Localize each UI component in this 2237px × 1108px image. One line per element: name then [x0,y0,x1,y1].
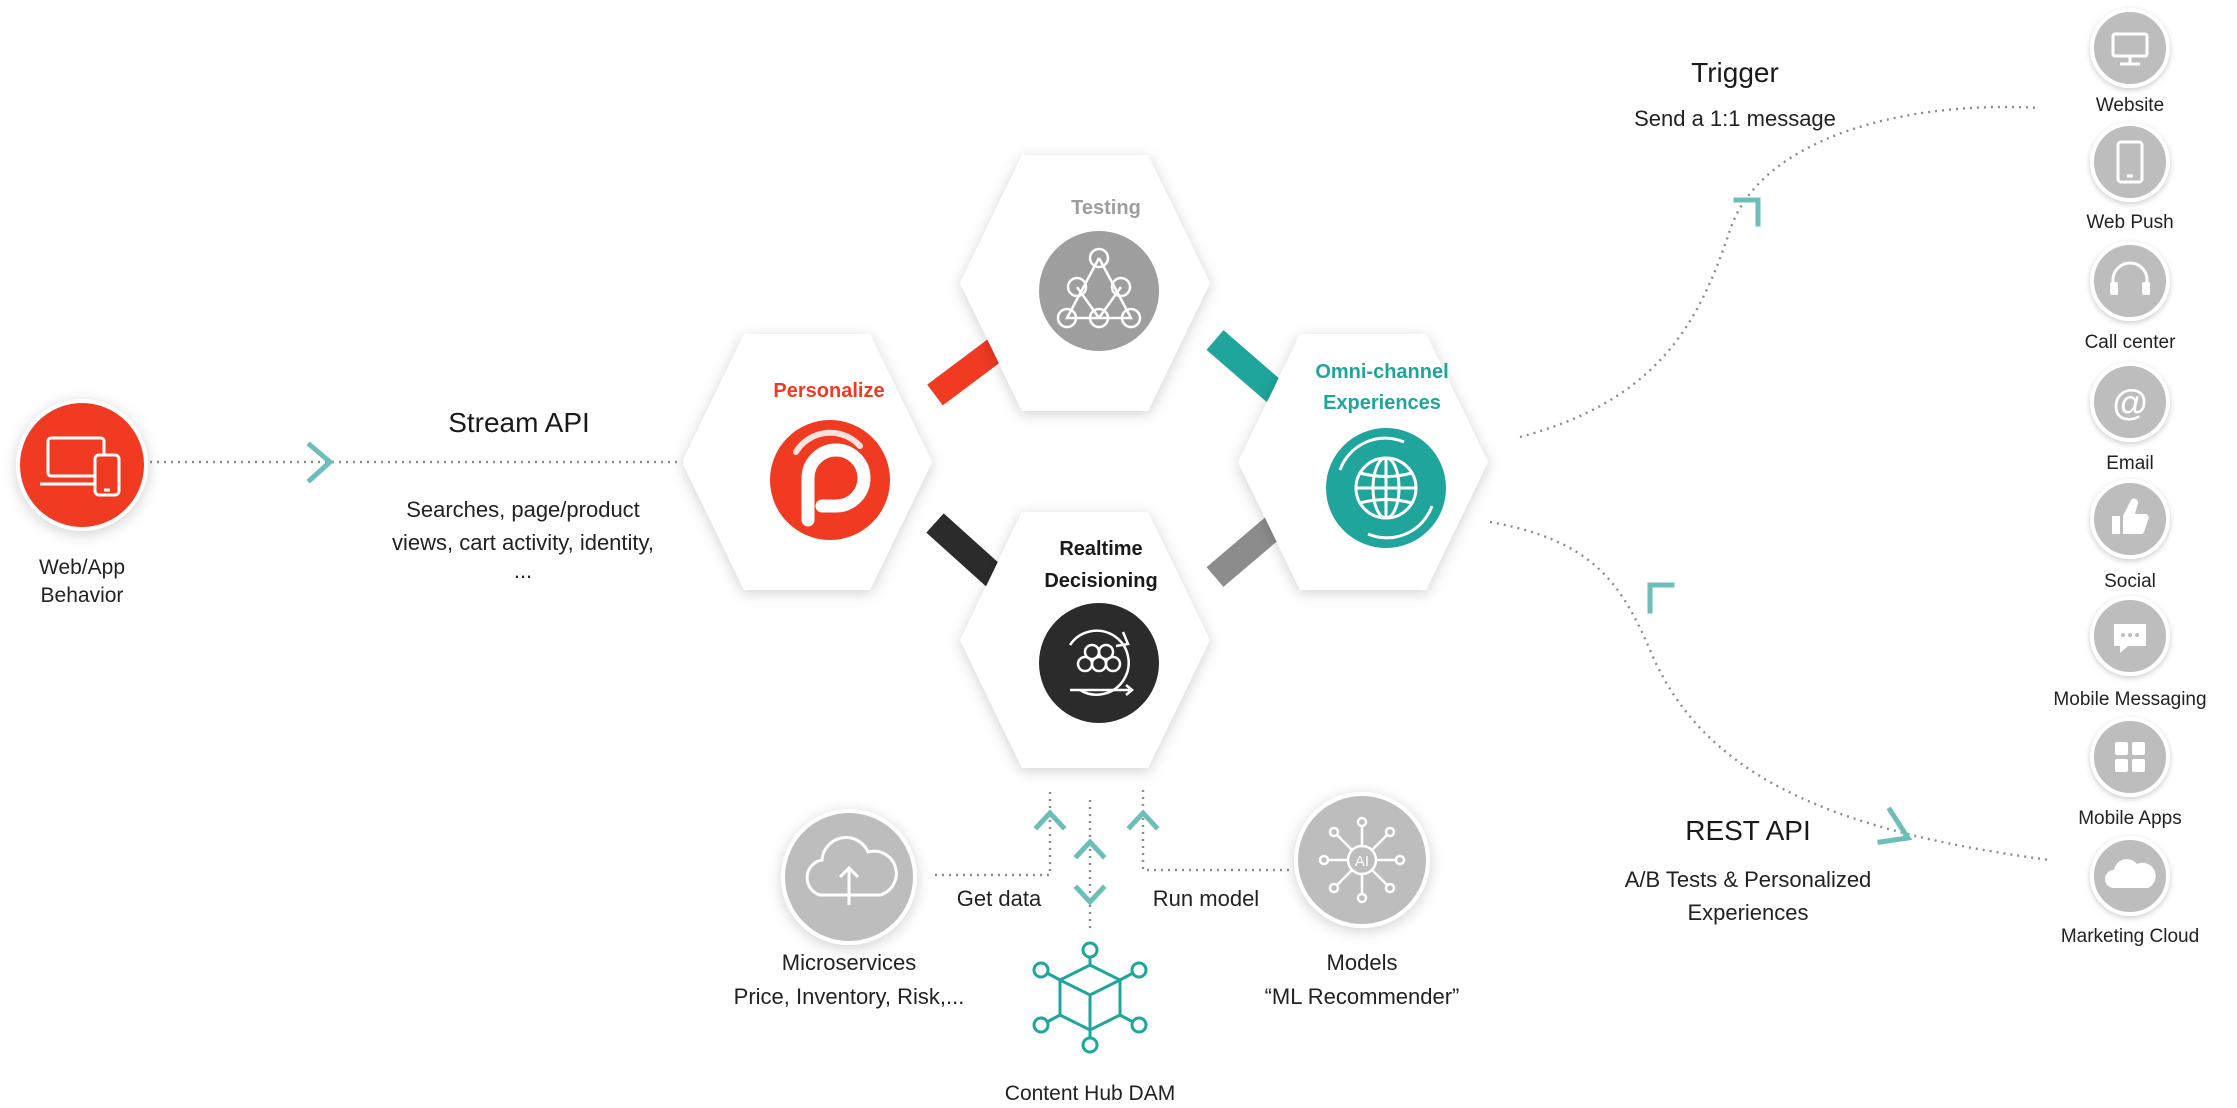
channel-label-web-push: Web Push [2086,212,2173,233]
smartphone-icon [2090,122,2170,202]
cube-network-icon [1032,941,1148,1054]
content-hub-title: Content Hub DAM [1005,1082,1175,1105]
trigger-title: Trigger [1691,57,1779,88]
connector-testing-omnichannel [1206,330,1284,402]
headset-icon [2090,241,2170,321]
monitor-icon [2090,8,2170,88]
omnichannel-label-line2: Experiences [1323,392,1441,414]
source-label-line1: Web/App [39,556,125,579]
connector-decisioning-omnichannel [1206,516,1284,587]
source-label-line2: Behavior [41,584,124,607]
stream-api-title: Stream API [448,407,590,438]
testing-network-icon [1039,231,1159,351]
connector-personalize-testing [927,339,1003,406]
content-hub-up-arrow-icon [1073,838,1107,860]
svg-text:AI: AI [1355,853,1369,870]
channel-label-mobile-apps: Mobile Apps [2078,808,2182,829]
trigger-flow-line [1519,105,2041,439]
content-hub-down-arrow-icon [1073,884,1107,906]
omnichannel-label-line1: Omni-channel [1315,361,1448,383]
thumbs-up-icon [2090,479,2170,559]
stream-arrow-icon [306,441,334,484]
cloud-icon [2090,836,2170,916]
personalize-label: Personalize [773,380,884,402]
run-model-arrow-icon [1126,809,1160,831]
models-desc: “ML Recommender” [1265,984,1460,1009]
connector-personalize-decisioning [926,513,1004,587]
rest-arrow-in-icon [1647,582,1675,614]
cloud-upload-icon [781,809,917,945]
svg-text:@: @ [2112,382,2147,423]
stream-api-desc-line3: ... [514,558,532,583]
at-sign-icon: @ [2090,362,2170,442]
chat-bubble-icon [2090,596,2170,676]
personalize-logo-icon [770,420,890,540]
get-data-line [935,790,1052,877]
testing-label: Testing [1071,197,1141,219]
globe-icon [1326,428,1446,548]
run-model-line [1141,790,1290,872]
web-app-behavior-icon [16,399,148,531]
trigger-arrow-icon [1733,197,1761,227]
microservices-title: Microservices [782,950,916,975]
rest-flow-line [1489,520,2051,862]
get-data-label: Get data [957,886,1042,911]
channel-label-email: Email [2106,453,2154,474]
app-grid-icon [2090,717,2170,797]
channel-label-call-center: Call center [2085,332,2176,353]
rest-api-desc-line2: Experiences [1687,900,1808,925]
models-title: Models [1327,950,1398,975]
channel-label-website: Website [2096,95,2164,116]
rest-api-desc-line1: A/B Tests & Personalized [1625,867,1872,892]
channel-label-social: Social [2104,571,2156,592]
rest-arrow-out-icon [1877,806,1913,845]
channel-label-mobile-messaging: Mobile Messaging [2053,689,2206,710]
decisioning-label-line2: Decisioning [1044,570,1157,592]
trigger-desc: Send a 1:1 message [1634,106,1836,131]
stream-api-desc-line2: views, cart activity, identity, [392,530,654,555]
rest-api-title: REST API [1685,815,1811,846]
decisioning-label-line1: Realtime [1059,538,1142,560]
ai-network-icon: AI [1294,792,1430,928]
decision-cycle-icon [1039,603,1159,723]
microservices-desc: Price, Inventory, Risk,... [734,984,965,1009]
stream-api-desc-line1: Searches, page/product [406,497,640,522]
channel-label-marketing-cloud: Marketing Cloud [2061,926,2199,947]
get-data-arrow-icon [1033,809,1067,831]
run-model-label: Run model [1153,886,1259,911]
